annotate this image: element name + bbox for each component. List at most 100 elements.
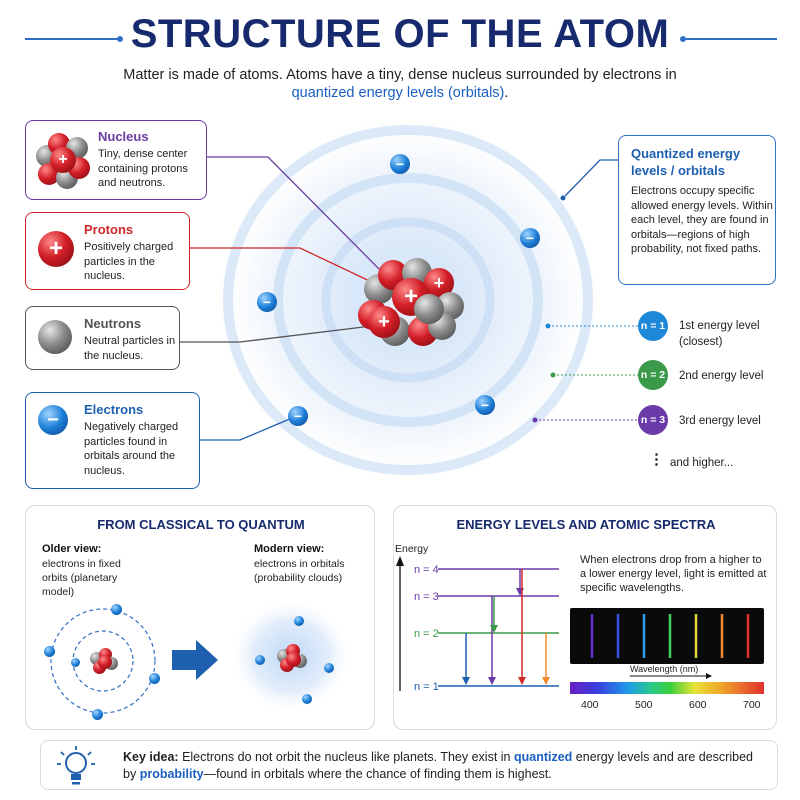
quantized-text: Electrons occupy specific allowed energy… — [631, 185, 773, 255]
key-idea-text: Key idea: Electrons do not orbit the nuc… — [123, 750, 753, 781]
page-subtitle: Matter is made of atoms. Atoms have a ti… — [120, 66, 680, 102]
neutrons-text: Neutral particles in the nucleus. — [84, 335, 176, 362]
tick-600: 600 — [689, 699, 707, 711]
fixed-orbit-outer — [50, 608, 156, 714]
protons-text: Positively charged particles in the nucl… — [84, 241, 174, 282]
orbital-ring-2 — [273, 173, 543, 427]
level-n4-label: n = 4 — [414, 564, 439, 576]
nucleus-icon: + — [34, 131, 92, 191]
orbit-electron — [71, 658, 80, 667]
spectra-description: When electrons drop from a higher to a l… — [580, 554, 767, 594]
energy-axis-arrow-icon — [396, 556, 404, 566]
title-rule-left-dot — [117, 36, 123, 42]
cloud-electron — [302, 694, 312, 704]
title-rule-left — [25, 38, 120, 40]
nucleus-card: + Nucleus Tiny, dense center containing … — [25, 120, 207, 200]
level-2-dot — [550, 372, 556, 378]
orbit-electron — [44, 646, 55, 657]
level-label-2: 2nd energy level — [679, 370, 764, 382]
tick-700: 700 — [743, 699, 761, 711]
subtitle-end: . — [504, 85, 509, 101]
orbital-ring-1 — [321, 217, 495, 383]
spectrum-lines — [590, 614, 750, 679]
nucleus-cluster: + + + — [356, 256, 466, 356]
transition-arrow-head-icon — [542, 677, 550, 685]
old-view-text: electrons in fixed orbits (planetary mod… — [42, 558, 121, 598]
new-view-title: Modern view: — [254, 543, 325, 555]
mini-nucleus-old — [90, 648, 118, 676]
new-view-text: electrons in orbitals (probability cloud… — [254, 558, 345, 584]
electron: − — [475, 395, 495, 415]
key-idea-box: Key idea: Electrons do not orbit the nuc… — [40, 740, 778, 790]
level-n1-label: n = 1 — [414, 681, 439, 693]
level-badge-2: n = 2 — [638, 360, 668, 390]
energy-axis-label: Energy — [395, 543, 429, 555]
tick-400: 400 — [581, 699, 599, 711]
protons-title: Protons — [84, 222, 134, 237]
proton: + — [368, 306, 400, 338]
quantized-card: Quantized energy levels / orbitals Elect… — [618, 135, 776, 285]
page-title: STRUCTURE OF THE ATOM — [130, 12, 670, 56]
cloud-electron — [324, 663, 334, 673]
lightbulb-icon — [57, 746, 95, 785]
cloud-electron — [294, 616, 304, 626]
nucleus-text: Tiny, dense center containing protons an… — [98, 148, 188, 189]
cloud-electron — [255, 655, 265, 665]
key-idea-quantized: quantized — [513, 750, 573, 764]
energy-level-diagram — [396, 556, 559, 691]
orbit-electron — [92, 709, 103, 720]
proton-icon: + — [38, 231, 74, 267]
subtitle-text: Matter is made of atoms. Atoms have a ti… — [123, 67, 677, 83]
electrons-title: Electrons — [84, 402, 144, 417]
nucleus-connector — [205, 156, 386, 276]
transition-arrow-head-icon — [462, 677, 470, 685]
neutrons-card: Neutrons Neutral particles in the nucleu… — [25, 306, 180, 370]
tick-500: 500 — [635, 699, 653, 711]
neutron — [414, 294, 444, 324]
key-idea-lead: Key idea: — [123, 750, 179, 764]
electron-icon: − — [38, 405, 68, 435]
old-view-title: Older view: — [42, 543, 102, 555]
level-badge-1: n = 1 — [638, 311, 668, 341]
subtitle-highlight: quantized energy levels (orbitals) — [291, 85, 505, 101]
orbit-electron — [149, 673, 160, 684]
electron: − — [288, 406, 308, 426]
level-label-1: 1st energy level (closest) — [679, 320, 760, 348]
spectra-panel: ENERGY LEVELS AND ATOMIC SPECTRA Energy … — [393, 505, 777, 730]
spectra-title: ENERGY LEVELS AND ATOMIC SPECTRA — [456, 517, 716, 532]
level-badge-3: n = 3 — [638, 405, 668, 435]
arrow-right-icon — [172, 640, 218, 680]
level-label-3: 3rd energy level — [679, 415, 761, 427]
nucleus-title: Nucleus — [98, 129, 149, 144]
level-n3-label: n = 3 — [414, 591, 439, 603]
title-rule-right — [682, 38, 777, 40]
electron: − — [257, 292, 277, 312]
wavelength-arrow-icon — [706, 673, 712, 679]
electrons-connector — [200, 417, 293, 441]
quantized-connector-dot — [560, 195, 566, 201]
level-3-dot — [532, 417, 538, 423]
transition-arrow-head-icon — [518, 677, 526, 685]
orbit-electron — [111, 604, 122, 615]
electron: − — [520, 228, 540, 248]
level-1-dot — [545, 323, 551, 329]
neutrons-title: Neutrons — [84, 316, 142, 331]
transition-arrow-head-icon — [490, 625, 498, 633]
orbital-ring-3 — [223, 125, 593, 475]
classical-title: FROM CLASSICAL TO QUANTUM — [97, 517, 305, 532]
wavelength-label: Wavelength (nm) — [630, 664, 699, 674]
neutrons-connector — [180, 324, 381, 343]
quantized-connector — [564, 159, 618, 197]
level-more-label: and higher... — [670, 457, 734, 469]
classical-panel: FROM CLASSICAL TO QUANTUM Older view: el… — [25, 505, 375, 730]
level-n2-label: n = 2 — [414, 628, 439, 640]
quantized-title: Quantized energy levels / orbitals — [631, 146, 741, 178]
electrons-card: − Electrons Negatively charged particles… — [25, 392, 200, 489]
protons-connector — [190, 247, 379, 286]
wavelength-color-bar — [570, 682, 764, 694]
electrons-text: Negatively charged particles found in or… — [84, 421, 179, 477]
classical-graphic — [50, 598, 353, 714]
neutron-icon — [38, 320, 72, 354]
key-idea-probability: probability — [139, 767, 204, 781]
mini-nucleus-new — [277, 644, 307, 674]
